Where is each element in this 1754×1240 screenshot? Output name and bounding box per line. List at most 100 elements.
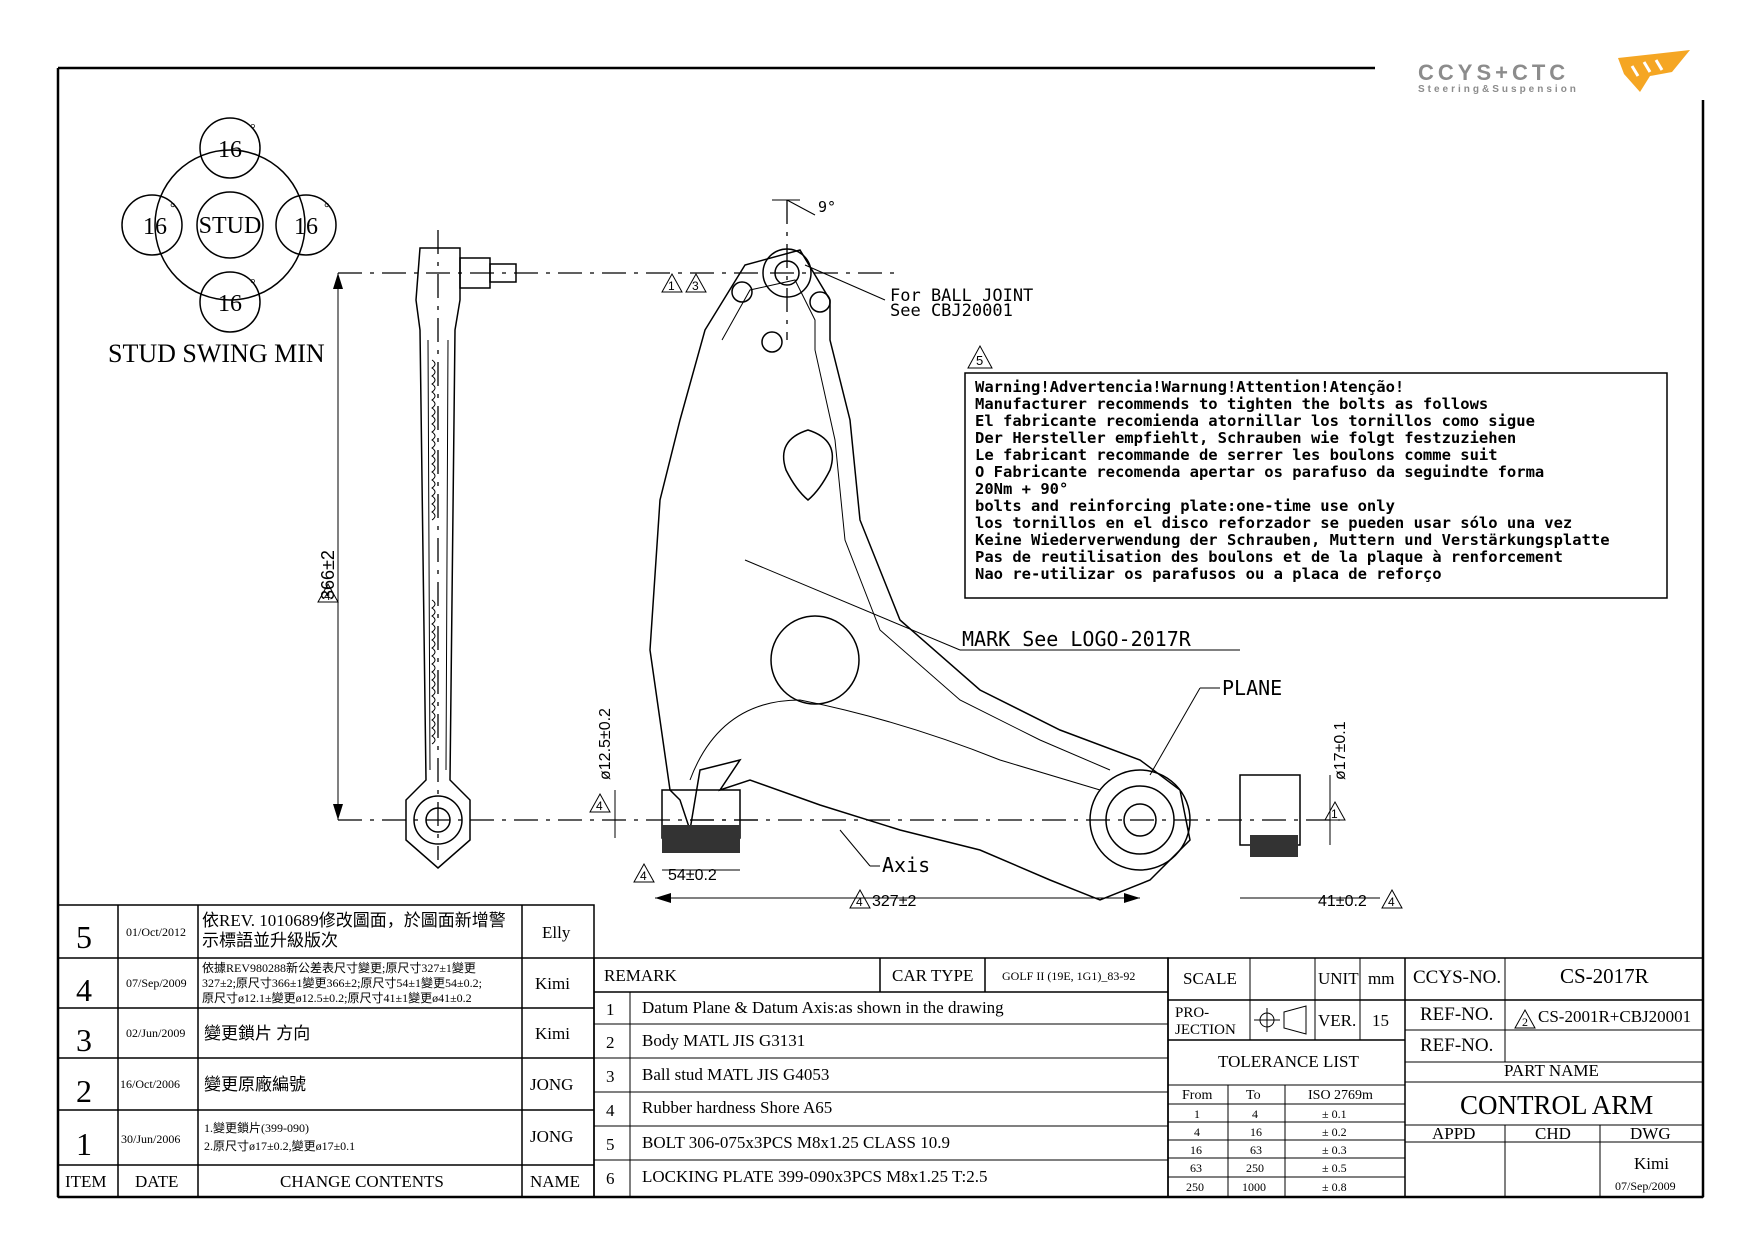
side-arm-weld-2 xyxy=(431,599,436,745)
projection-cone-icon xyxy=(1283,1005,1307,1035)
rev-item: 1 xyxy=(76,1126,92,1162)
rev-name: Elly xyxy=(542,923,571,942)
span-symbol-no: 4 xyxy=(856,895,863,909)
swing-top-value: 16 xyxy=(218,137,242,163)
tol-to: 16 xyxy=(1250,1125,1262,1139)
ref-label: REF-NO. xyxy=(1420,1004,1494,1025)
arm-slot xyxy=(782,429,834,501)
tol-header-to: To xyxy=(1246,1088,1261,1103)
tolerance-title: TOLERANCE LIST xyxy=(1218,1052,1359,1071)
remark-no: 6 xyxy=(606,1169,615,1188)
warning-lines: Warning!Advertencia!Warnung!Attention!At… xyxy=(975,378,1610,583)
plane-note: PLANE xyxy=(1222,676,1282,700)
rev-name: Kimi xyxy=(535,974,570,993)
rev-item: 3 xyxy=(76,1022,92,1058)
arm-body-outline xyxy=(649,249,1191,901)
rev-content: 依REV. 1010689修改圖面，於圖面新增警 xyxy=(202,911,506,930)
rear-bushing-hatch xyxy=(1250,835,1298,857)
rev-name: JONG xyxy=(530,1127,574,1146)
dwg-label: DWG xyxy=(1630,1124,1671,1143)
swing-outer-circle xyxy=(154,149,306,301)
rev-header-content: CHANGE CONTENTS xyxy=(280,1172,444,1191)
side-bushing-outer xyxy=(413,795,463,845)
rev-content: 原尺寸ø12.1±變更ø12.5±0.2;原尺寸41±1變更ø41±0.2 xyxy=(202,991,472,1005)
ref-rev-symbol xyxy=(1514,1008,1536,1029)
rev-content: 依據REV980288新公差表尺寸變更;原尺寸327±1變更 xyxy=(202,961,476,975)
rev-symbol-1: 1 xyxy=(668,279,675,293)
warning-symbol-no: 5 xyxy=(976,353,983,368)
length-dim-symbol xyxy=(317,582,339,603)
ccys-number: CS-2017R xyxy=(1560,964,1649,988)
warning-box: 5 Warning!Advertencia!Warnung!Attention!… xyxy=(964,344,1668,599)
tol-value: ± 0.3 xyxy=(1322,1143,1347,1157)
rev-symbols-ball xyxy=(661,272,707,293)
rear-bushing-mid xyxy=(1105,785,1175,855)
tol-value: ± 0.5 xyxy=(1322,1161,1347,1175)
length-dim-symbol-no: 4 xyxy=(324,589,331,603)
remark-no: 1 xyxy=(606,1000,615,1019)
control-arm-view: 9° For BALL JOINT See CBJ20001 1 3 MARK … xyxy=(589,198,1403,910)
ref-number: CS-2001R+CBJ20001 xyxy=(1538,1007,1692,1026)
title-block xyxy=(1167,957,1704,1198)
rear-bushing-side xyxy=(1239,774,1301,846)
warning-line: El fabricante recomienda atornillar los … xyxy=(975,412,1535,430)
warning-line: Der Hersteller empfiehlt, Schrauben wie … xyxy=(975,429,1516,447)
chd-label: CHD xyxy=(1535,1124,1571,1143)
projection-label: PRO- JECTION xyxy=(1175,1005,1236,1038)
dia-left-text: ø12.5±0.2 xyxy=(597,708,614,780)
dia-left-symbol-no: 4 xyxy=(596,799,603,813)
part-name-label: PART NAME xyxy=(1504,1061,1599,1080)
rev-date: 30/Jun/2006 xyxy=(121,1132,181,1146)
dia-right-symbol xyxy=(1324,800,1346,821)
rev-date: 07/Sep/2009 xyxy=(126,976,187,990)
ball-joint-note-1: For BALL JOINT xyxy=(890,286,1033,306)
rev-item: 4 xyxy=(76,972,92,1008)
rev-name: JONG xyxy=(530,1075,574,1094)
warning-line: los tornillos en el disco reforzador se … xyxy=(975,514,1572,532)
side-arm-weld xyxy=(431,359,436,521)
rev-content: 2.原尺寸ø17±0.2,變更ø17±0.1 xyxy=(204,1139,356,1153)
tol-from: 1 xyxy=(1194,1107,1200,1121)
drawer-name: Kimi xyxy=(1634,1154,1669,1173)
bolt-3 xyxy=(761,331,783,353)
appd-label: APPD xyxy=(1432,1124,1476,1143)
warning-symbol xyxy=(967,344,993,369)
width-right-text: 41±0.2 xyxy=(1318,893,1367,910)
front-bushing-hatch xyxy=(662,825,740,853)
width-left-symbol xyxy=(633,862,655,883)
remark-text: LOCKING PLATE 399-090x3PCS M8x1.25 T:2.5 xyxy=(642,1167,988,1186)
swing-center-label: STUD xyxy=(199,213,262,239)
width-right-symbol-no: 4 xyxy=(1388,895,1395,909)
ref2-label: REF-NO. xyxy=(1420,1035,1494,1056)
swing-bottom-circle xyxy=(199,271,261,333)
remark-text: Body MATL JIS G3131 xyxy=(642,1031,806,1050)
remark-no: 3 xyxy=(606,1067,615,1086)
remark-text: Datum Plane & Datum Axis:as shown in the… xyxy=(642,998,1004,1017)
axis-leader xyxy=(839,829,871,867)
swing-right-circle xyxy=(275,194,337,256)
side-view: 366±2 4 xyxy=(317,230,760,869)
span-text: 327±2 xyxy=(872,893,916,910)
axis-note: Axis xyxy=(882,853,930,877)
stud-swing-caption: STUD SWING MIN xyxy=(108,339,325,368)
company-logo: CCYS+CTC Steering&Suspension xyxy=(1418,50,1690,95)
swing-top-degree: ° xyxy=(250,122,256,137)
width-left-text: 54±0.2 xyxy=(668,867,717,884)
tol-value: ± 0.1 xyxy=(1322,1107,1347,1121)
swing-left-circle xyxy=(121,194,183,256)
warning-frame xyxy=(964,372,1668,599)
remark-label: REMARK xyxy=(604,966,677,985)
span-symbol xyxy=(849,888,871,909)
warning-line: O Fabricante recomenda apertar os parafu… xyxy=(975,463,1544,481)
width-left-symbol-no: 4 xyxy=(640,869,647,883)
tol-header-from: From xyxy=(1182,1088,1213,1103)
swing-center-circle xyxy=(196,191,264,259)
car-type-value: GOLF II (19E, 1G1)_83-92 xyxy=(1002,969,1136,983)
rev-symbol-3: 3 xyxy=(692,279,699,293)
rear-bushing-inner xyxy=(1123,803,1157,837)
title-frame xyxy=(1167,957,1704,1198)
warning-line: Keine Wiederverwendung der Schrauben, Mu… xyxy=(975,531,1610,549)
side-bushing-inner xyxy=(425,807,451,833)
side-arm-outline xyxy=(405,247,471,869)
tol-to: 250 xyxy=(1246,1161,1264,1175)
